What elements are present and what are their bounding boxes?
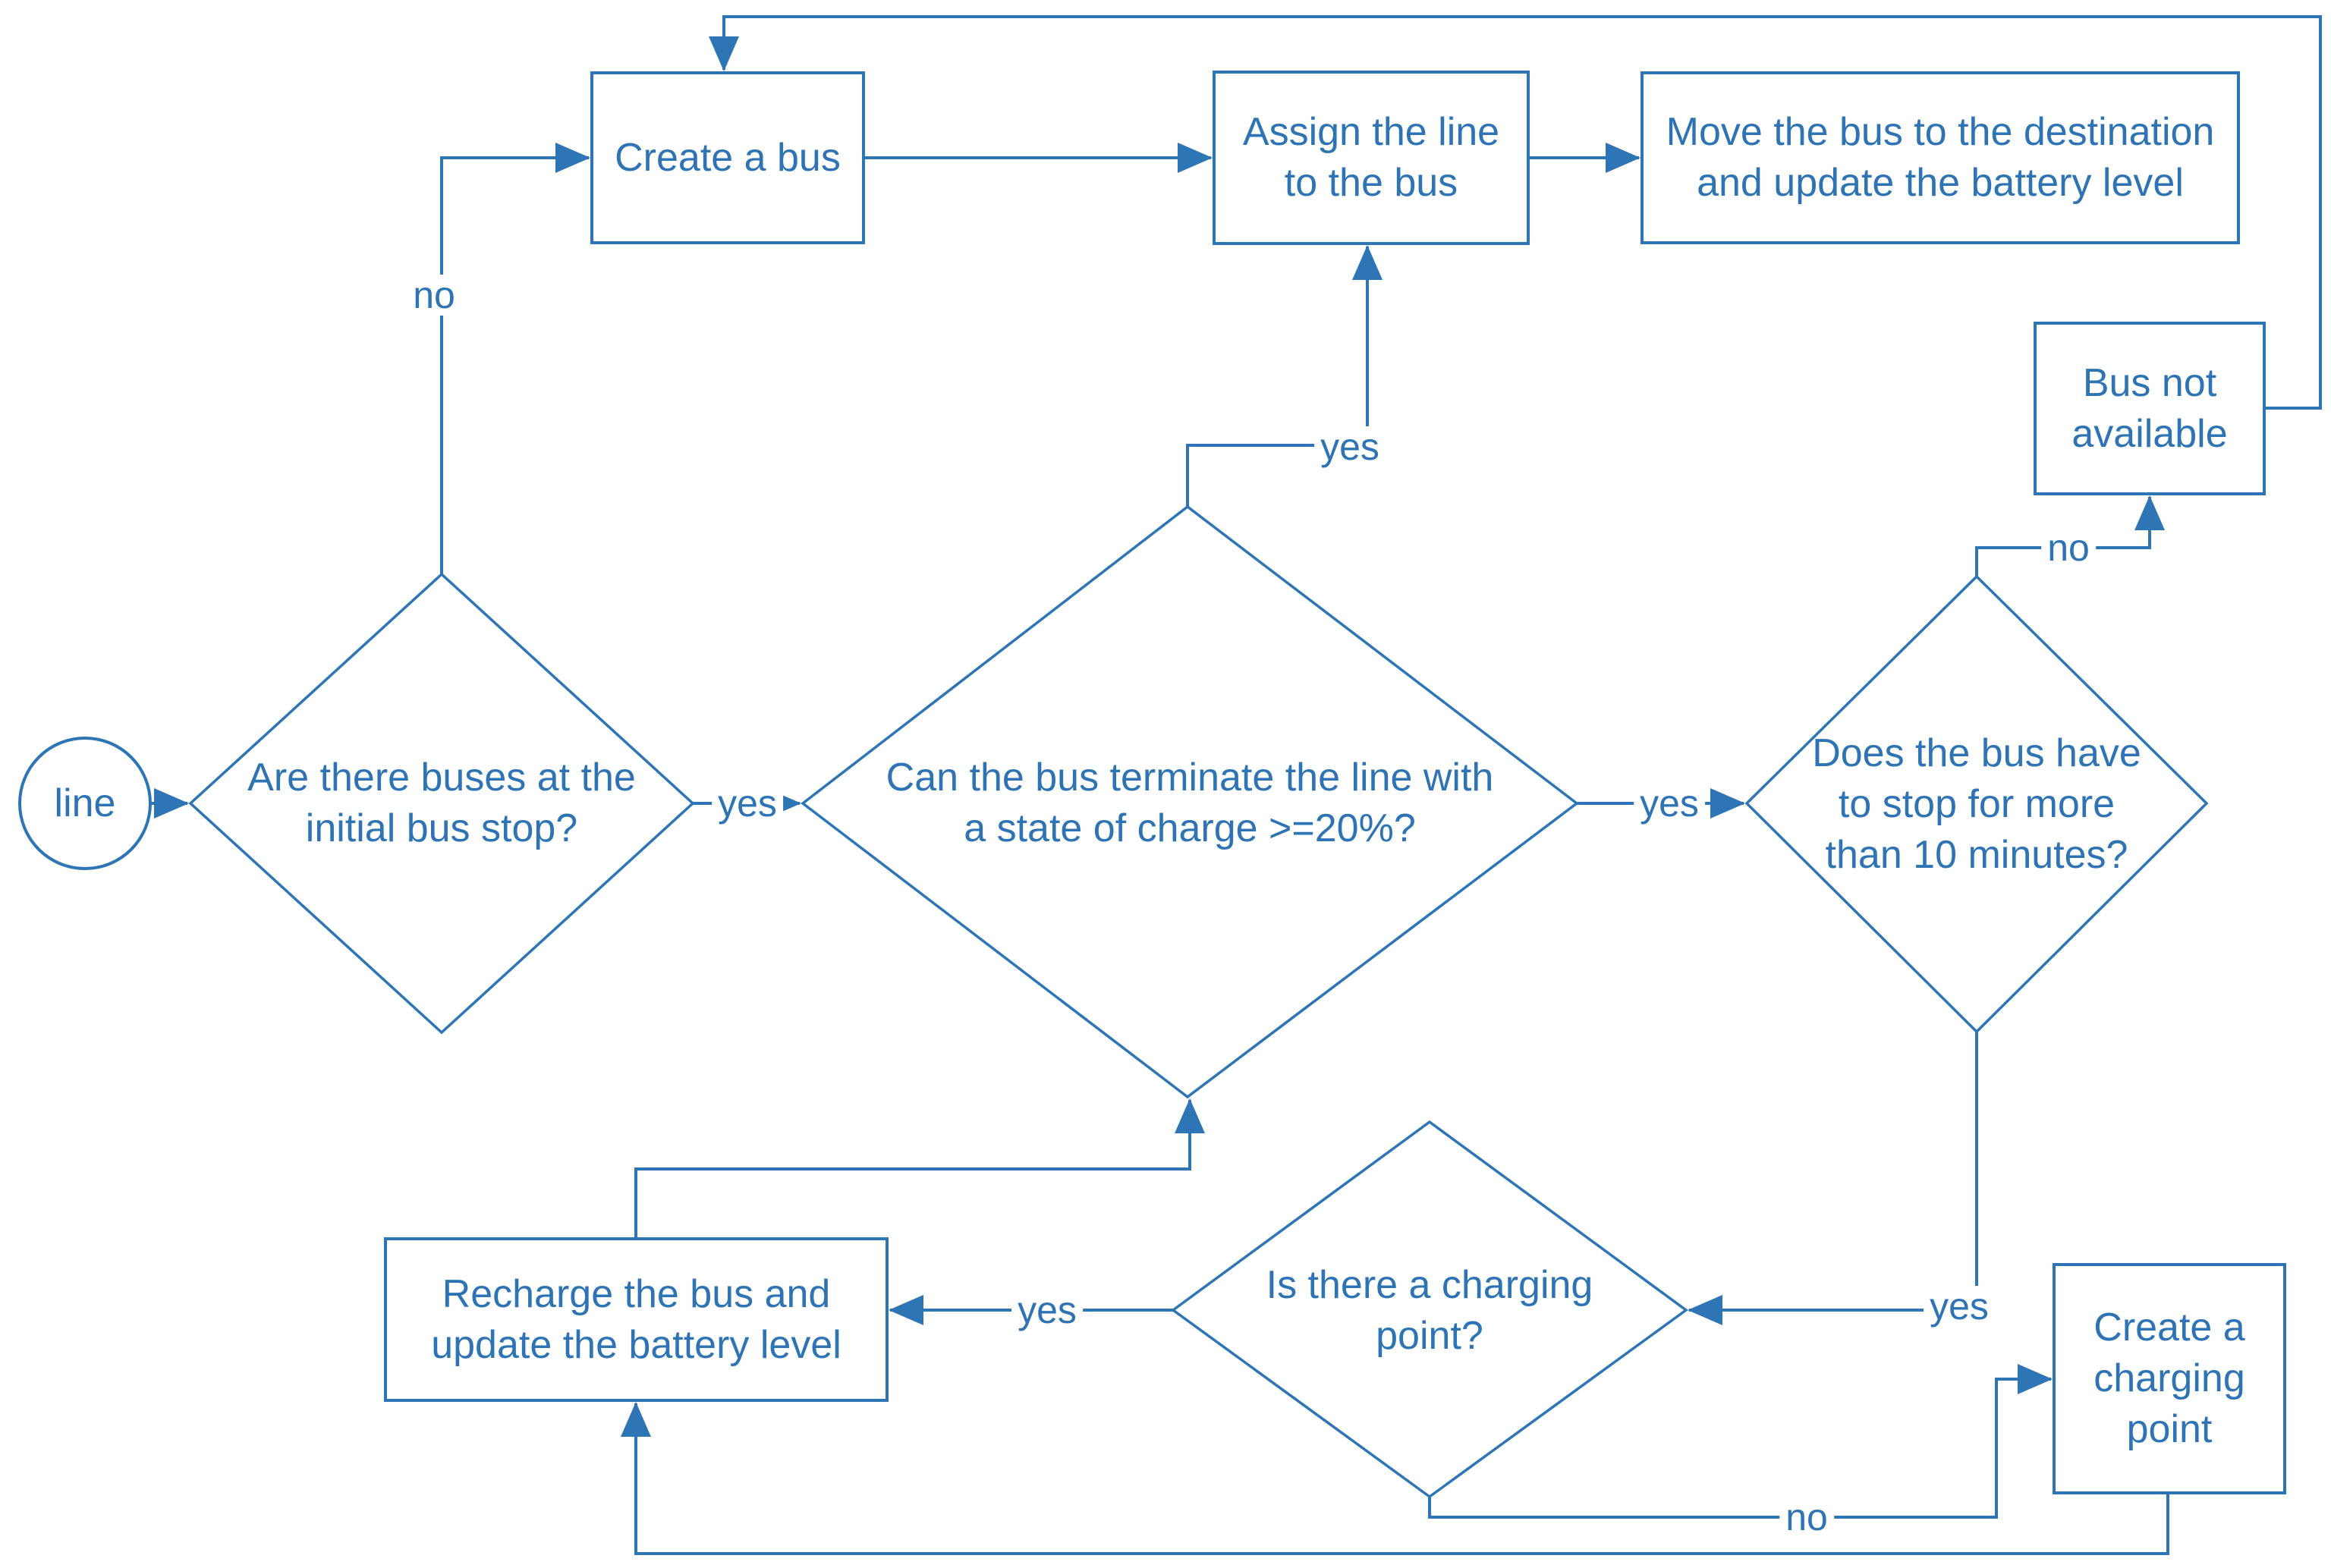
- connector-create-charging-point-to-recharge: [621, 1402, 2169, 1555]
- connector-stop-no-to-bus-not-available: [1975, 495, 2165, 577]
- connector-stop-yes-to-charging-point: [1688, 1032, 1978, 1325]
- process-assign-line-shape: [1213, 71, 1530, 245]
- decision-stop-10-minutes-shape: [1744, 574, 2209, 1034]
- decision-terminate-line-shape: [801, 504, 1579, 1099]
- process-bus-not-available-shape: [2034, 322, 2266, 495]
- process-recharge-bus-shape: [384, 1237, 889, 1402]
- connector-charging-no-to-create-charging-point: [1428, 1364, 2053, 1519]
- process-create-bus-shape: [590, 71, 865, 244]
- connector-bus-not-available-to-create-bus: [709, 15, 2322, 410]
- connector-recharge-to-terminate-line: [634, 1098, 1205, 1239]
- decision-charging-point-shape: [1171, 1120, 1688, 1499]
- process-create-charging-point-shape: [2053, 1263, 2286, 1494]
- connector-terminate-yes-to-assign-line: [1186, 245, 1383, 507]
- start-terminator-shape: [18, 737, 152, 870]
- process-move-bus-shape: [1641, 71, 2240, 244]
- decision-buses-at-stop-shape: [188, 572, 695, 1035]
- connector-buses-no-to-create-bus: [440, 143, 590, 574]
